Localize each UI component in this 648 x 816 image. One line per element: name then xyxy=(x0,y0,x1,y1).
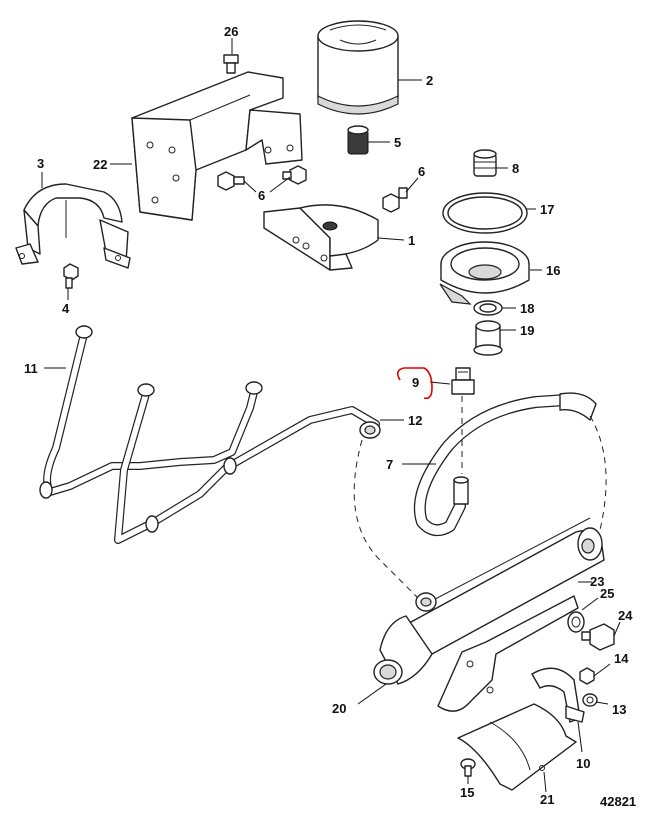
callout-17: 17 xyxy=(540,202,554,217)
fuel-line-11 xyxy=(39,325,380,544)
mounting-bracket-22 xyxy=(131,71,303,221)
o-ring-17 xyxy=(442,192,528,234)
callout-2: 2 xyxy=(426,73,433,88)
leader-lines xyxy=(41,38,621,793)
routing-line-right xyxy=(589,415,607,531)
bracket-23 xyxy=(437,595,579,712)
callout-1: 1 xyxy=(408,233,415,248)
callout-9: 9 xyxy=(412,375,419,390)
callout-11: 11 xyxy=(24,361,38,376)
clamp-10 xyxy=(531,667,585,723)
callout-20: 20 xyxy=(332,701,346,716)
highlight-marker xyxy=(396,367,433,400)
nut-14 xyxy=(579,667,595,685)
callout-13: 13 xyxy=(612,702,626,717)
washer-18 xyxy=(473,300,503,316)
hose-7 xyxy=(413,392,597,537)
callout-25: 25 xyxy=(600,586,614,601)
callout-22: 22 xyxy=(93,157,107,172)
cooler-end-cap-20 xyxy=(373,615,433,685)
callout-16: 16 xyxy=(546,263,560,278)
callout-21: 21 xyxy=(540,792,554,807)
callout-24: 24 xyxy=(618,608,633,623)
callout-26: 26 xyxy=(224,24,238,39)
filter-base-1 xyxy=(263,204,379,271)
bolt-24 xyxy=(581,623,615,651)
fitting-5 xyxy=(347,125,369,155)
fitting-9 xyxy=(451,367,475,395)
bolt-26 xyxy=(223,54,239,74)
figure-number: 42821 xyxy=(600,794,636,809)
filter-canister-2 xyxy=(317,20,399,115)
callout-18: 18 xyxy=(520,301,534,316)
bolt-6-center xyxy=(282,165,307,185)
cooler-body xyxy=(399,517,605,659)
callout-23: 23 xyxy=(590,574,604,589)
callout-3: 3 xyxy=(37,156,44,171)
bolt-6-right xyxy=(382,187,408,213)
washer-13 xyxy=(582,693,598,707)
sleeve-19 xyxy=(473,320,503,356)
callout-10: 10 xyxy=(576,756,590,771)
callout-14: 14 xyxy=(614,651,629,666)
washer-25 xyxy=(567,611,585,633)
callout-6-right: 6 xyxy=(418,164,425,179)
plug-8 xyxy=(473,149,497,177)
callout-7: 7 xyxy=(386,457,393,472)
callout-5: 5 xyxy=(394,135,401,150)
clamp-3 xyxy=(15,183,131,269)
callout-4: 4 xyxy=(62,301,70,316)
saddle-21 xyxy=(457,703,577,791)
callout-15: 15 xyxy=(460,785,474,800)
routing-line-left xyxy=(353,439,419,599)
screw-15 xyxy=(460,758,476,777)
callout-19: 19 xyxy=(520,323,534,338)
callout-8: 8 xyxy=(512,161,519,176)
fitting-12 xyxy=(359,421,381,439)
filter-element-16 xyxy=(439,241,530,305)
callout-6-left: 6 xyxy=(258,188,265,203)
bolt-6-left xyxy=(217,171,245,191)
callout-12: 12 xyxy=(408,413,422,428)
screw-4 xyxy=(63,263,79,289)
